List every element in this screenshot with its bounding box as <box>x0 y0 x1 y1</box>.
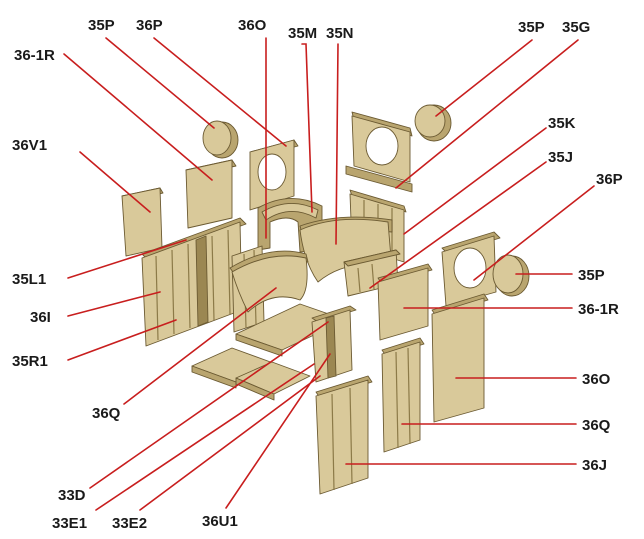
leader-36I <box>67 291 161 317</box>
label-36Q-right: 36Q <box>582 417 611 434</box>
label-36P-right: 36P <box>596 171 623 188</box>
label-35K: 35K <box>548 115 576 132</box>
leader-35R1 <box>67 319 177 361</box>
part-33E1-floor-brick <box>191 347 277 389</box>
label-33E2: 33E2 <box>112 515 147 532</box>
part-36V1-slab <box>121 187 164 257</box>
leader-36P-right <box>473 185 595 281</box>
leader-36V1 <box>79 151 151 213</box>
part-33E2-floor-brick <box>235 361 311 401</box>
leader-33D <box>89 321 329 489</box>
leader-lines <box>63 37 595 511</box>
leader-35P-top-left <box>105 37 215 129</box>
leader-35J <box>369 161 547 289</box>
label-36-1R-top: 36-1R <box>14 47 55 64</box>
label-33E1: 33E1 <box>52 515 87 532</box>
part-36-1R-slab-top <box>185 159 237 229</box>
label-36O-top: 36O <box>238 17 267 34</box>
leader-35K <box>403 127 547 235</box>
part-35P-disc-right <box>492 254 530 297</box>
leader-36Q-left <box>123 287 277 405</box>
part-36P-ring-plate-right <box>441 231 501 307</box>
leader-35N <box>335 43 339 245</box>
leader-36U1 <box>225 353 331 509</box>
label-36V1: 36V1 <box>12 137 47 154</box>
label-36P-top: 36P <box>136 17 163 34</box>
label-36O-right: 36O <box>582 371 611 388</box>
part-36O-tall-slab <box>431 293 489 423</box>
leader-35G <box>395 39 579 189</box>
label-35L1: 35L1 <box>12 271 46 288</box>
label-35R1: 35R1 <box>12 353 48 370</box>
label-35P-top-left: 35P <box>88 17 115 34</box>
part-35G-back-plate <box>345 111 413 193</box>
label-35P-right: 35P <box>578 267 605 284</box>
leader-35M <box>301 43 313 213</box>
label-36I: 36I <box>30 309 51 326</box>
part-36Q-tall-grooved <box>381 337 425 453</box>
leader-35P-top-right <box>435 39 533 117</box>
part-35P-disc-top-left <box>202 120 239 159</box>
label-35M: 35M <box>288 25 317 42</box>
part-36Q-curved-top <box>229 250 309 313</box>
label-35P-top-right: 35P <box>518 19 545 36</box>
part-36U1-front-post <box>311 305 357 383</box>
leader-36P-top <box>153 37 287 147</box>
part-36P-ring-plate-top <box>249 139 299 211</box>
leader-33E2 <box>139 375 321 511</box>
part-labels: 35P 36P 36O 35M 35N 35P 35G 36-1R 36V1 3… <box>12 17 623 532</box>
part-35L1-left-side-wall <box>141 217 247 347</box>
label-35G: 35G <box>562 19 590 36</box>
part-35N-curved-baffle <box>299 216 393 283</box>
label-36U1: 36U1 <box>202 513 238 530</box>
part-35P-disc-top-right <box>414 104 452 142</box>
label-35N: 35N <box>326 25 354 42</box>
label-33D: 33D <box>58 487 86 504</box>
label-36Q-left: 36Q <box>92 405 121 422</box>
label-35J: 35J <box>548 149 573 166</box>
leader-36-1R-top <box>63 53 213 181</box>
leader-35L1 <box>67 239 187 279</box>
label-36-1R-right: 36-1R <box>578 301 619 318</box>
part-36-1R-slab-right <box>377 263 433 341</box>
label-36J: 36J <box>582 457 607 474</box>
leader-33E1 <box>95 363 315 511</box>
part-36J-front-grooved <box>315 375 373 495</box>
